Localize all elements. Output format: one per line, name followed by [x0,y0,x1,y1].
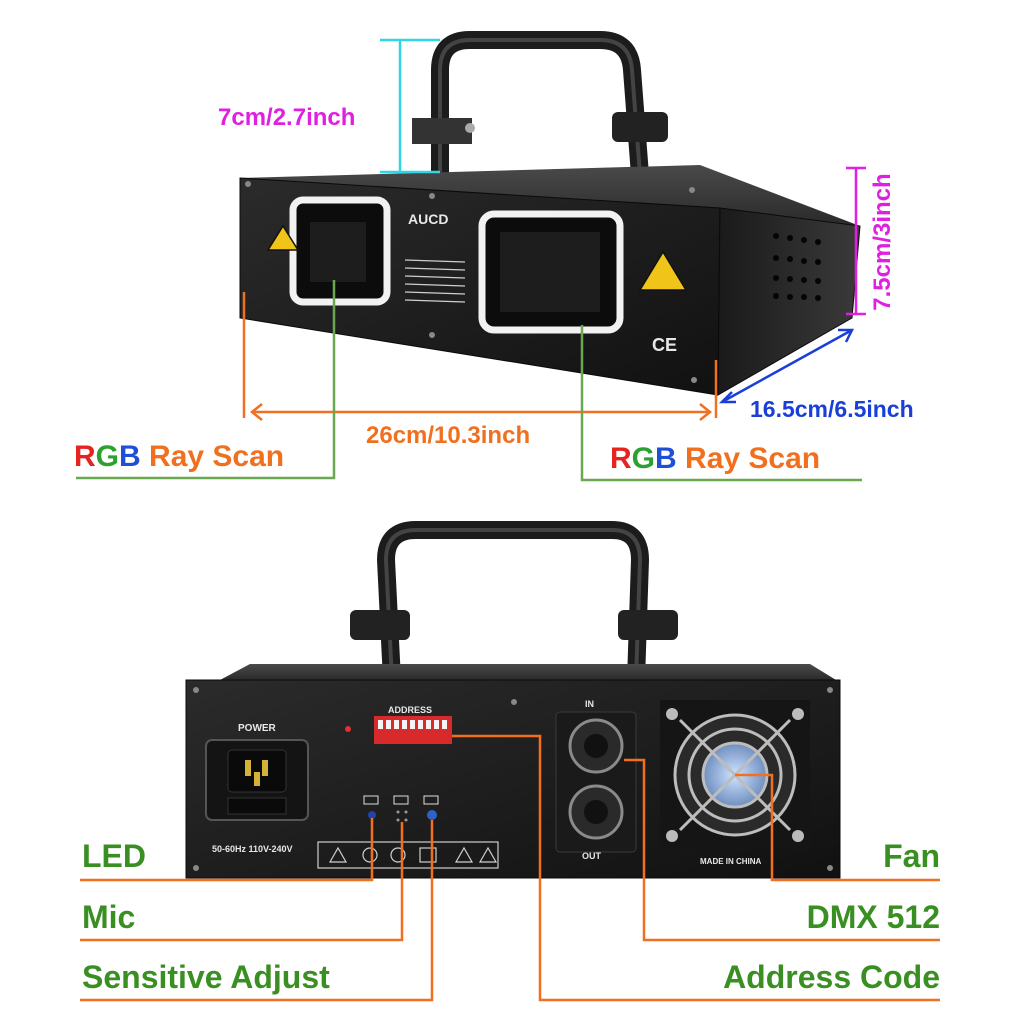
ray-scan-label-right: RGB Ray Scan [610,444,820,474]
power-led-icon [345,726,351,732]
mic-holes [396,810,408,822]
dmx-out-label: OUT [582,851,601,861]
callout-fan: Fan [883,838,940,874]
rear-handle-knob-right [618,610,678,640]
voltage-label: 50-60Hz 110V-240V [212,844,293,854]
ce-mark: CE [652,335,678,355]
power-label: POWER [238,723,276,734]
brand-logo: AUCD [408,211,449,227]
ray-scan-label-left: RGB Ray Scan [74,442,284,472]
width-dimension [242,292,718,421]
callout-address-code: Address Code [723,959,940,995]
callout-dmx-512: DMX 512 [806,899,940,935]
depth-dimension [718,328,855,404]
ray-scan-r: R [74,440,96,473]
led-indicator [368,811,376,819]
side-vents [773,233,821,301]
dmx-in-label: IN [585,699,594,709]
laser-notice-text [404,259,466,303]
front-handle-edge [438,38,642,176]
height-label: 7.5cm/3inch [869,173,896,311]
address-label: ADDRESS [388,705,433,715]
ray-scan-r: R [610,442,632,475]
right-lens [500,232,600,312]
front-side-panel [717,207,861,396]
callout-led: LED [82,838,146,874]
handle-height-label: 7cm/2.7inch [218,104,356,131]
height-dimension [846,166,866,316]
ray-scan-callout-lines [76,280,862,482]
made-in-label: MADE IN CHINA [700,857,762,866]
laser-warning-icon [266,224,300,251]
callout-mic: Mic [82,899,136,935]
warning-symbols-plate [317,841,499,869]
callout-sensitive-adjust: Sensitive Adjust [82,959,330,995]
handle-height-dimension [380,38,440,174]
ray-scan-b: B [119,440,141,473]
rear-callout-lines [80,734,940,1002]
ray-scan-g: G [95,440,120,473]
ray-scan-text: Ray Scan [685,442,821,475]
rear-handle [376,521,650,681]
ray-scan-text: Ray Scan [149,440,285,473]
sensitivity-knob[interactable] [427,810,437,820]
depth-label: 16.5cm/6.5inch [750,396,914,422]
front-top-face [240,165,860,226]
ray-scan-b: B [655,442,677,475]
front-handle-bracket-left [412,118,472,144]
ray-scan-g: G [631,442,656,475]
left-lens [310,222,366,282]
width-label: 26cm/10.3inch [366,422,531,449]
rear-view [80,521,940,1002]
front-handle-knob [612,112,668,142]
rear-top-face [220,664,836,680]
laser-warning-icon [638,250,688,291]
front-view [76,31,866,482]
rear-handle-knob-left [350,610,410,640]
front-handle [431,31,649,176]
